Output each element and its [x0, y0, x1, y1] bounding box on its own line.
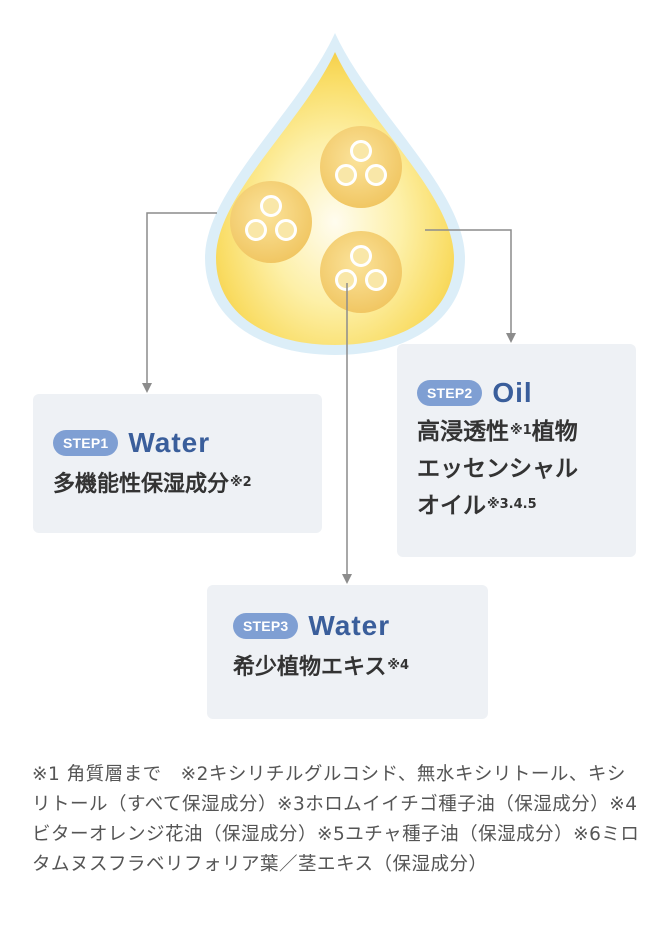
step2-line1-text-after: 植物	[531, 419, 578, 445]
connector-arrow-step1	[142, 212, 217, 393]
capsule-icon	[230, 181, 312, 263]
step3-description: 希少植物エキス※4	[233, 649, 468, 686]
connector-arrow-step2	[425, 229, 516, 343]
step2-card: STEP2 Oil 高浸透性※1植物 エッセンシャル オイル※3.4.5	[397, 344, 636, 557]
step3-badge: STEP3	[233, 613, 299, 639]
step2-description: 高浸透性※1植物 エッセンシャル オイル※3.4.5	[417, 414, 620, 525]
capsule-icon	[320, 231, 402, 313]
step2-badge: STEP2	[417, 380, 483, 406]
step1-description: 多機能性保湿成分※2	[53, 466, 302, 503]
step1-card: STEP1 Water 多機能性保湿成分※2	[33, 394, 322, 533]
footnote-text: ※1 角質層まで ※2キシリチルグルコシド、無水キシリトール、キシリトール（すべ…	[32, 764, 640, 875]
step3-card: STEP3 Water 希少植物エキス※4	[207, 585, 488, 719]
step3-title: Water	[308, 610, 391, 641]
step2-line1-note: ※1	[510, 423, 532, 438]
step1-line1-note: ※2	[230, 475, 252, 490]
step3-line1-note: ※4	[387, 658, 410, 673]
step2-line3-note: ※3.4.5	[487, 497, 537, 512]
step2-line3-text: オイル	[417, 493, 486, 519]
step1-badge: STEP1	[53, 430, 119, 456]
step2-line2-text: エッセンシャル	[417, 456, 578, 482]
step3-line1-text: 希少植物エキス	[233, 655, 387, 680]
step2-title: Oil	[492, 377, 533, 408]
step2-line1-text: 高浸透性	[417, 419, 509, 445]
capsule-icon	[320, 126, 402, 208]
step1-line1-text: 多機能性保湿成分	[53, 472, 230, 497]
step1-title: Water	[128, 427, 211, 458]
